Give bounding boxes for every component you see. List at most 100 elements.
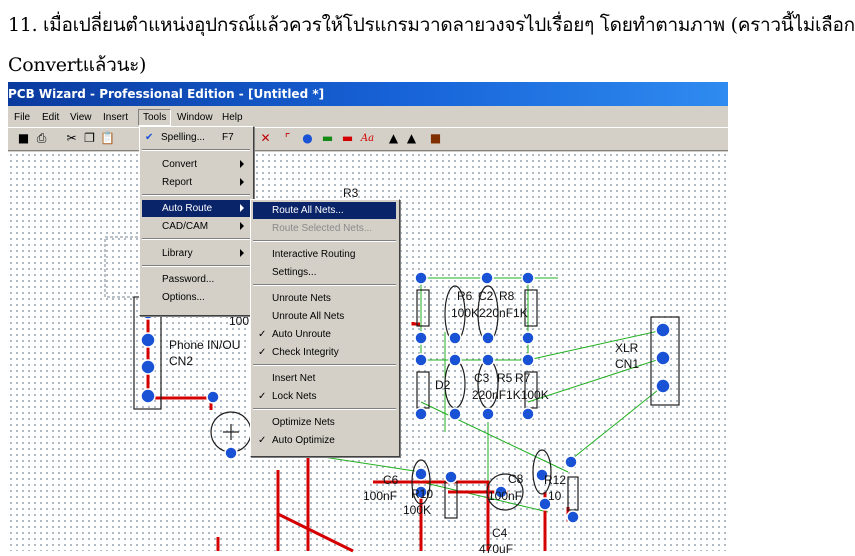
label-r6: R6 [457,289,473,303]
menu-edit[interactable]: Edit [42,112,60,123]
tools-menu-spelling[interactable]: ✔ Spelling... F7 [142,129,250,146]
label-r12: R12 [544,473,567,487]
label-c4: C4 [492,526,508,540]
paste-icon[interactable]: 📋 [100,131,115,145]
menu-insert[interactable]: Insert [103,112,129,123]
tools-menu-library-label: Library [162,248,193,259]
track-tool-icon[interactable]: ⌜ [284,131,291,145]
autoroute-auto-unroute[interactable]: ✓ Auto Unroute [253,326,396,343]
pad-tool-icon[interactable]: ● [302,131,313,145]
autoroute-auto-optimize-label: Auto Optimize [272,435,335,446]
autoroute-interactive-routing[interactable]: Interactive Routing [253,246,396,263]
checkmark-icon: ✓ [258,391,267,402]
tools-menu-password-label: Password... [162,274,215,285]
label-xlr: XLR [615,341,639,355]
instruction-line-1: 11. เมื่อเปลี่ยนตำแหน่งอุปกรณ์แล้วควรให้… [8,14,855,36]
autoroute-interactive-routing-label: Interactive Routing [272,249,356,260]
autoroute-unroute-nets-label: Unroute Nets [272,293,331,304]
autoroute-optimize-nets-label: Optimize Nets [272,417,335,428]
toolbar: ■ ⎙ ✂ ❐ 📋 ✕ ⌜ ● ▬ ▬ Aa ▲ ▲ ■ [8,127,728,151]
copy-icon[interactable]: ❐ [84,131,95,145]
label-cn2: CN2 [169,354,194,368]
label-d2: D2 [435,378,451,392]
autoroute-auto-optimize[interactable]: ✓ Auto Optimize [253,432,396,449]
tools-menu-password[interactable]: Password... [142,271,250,288]
label-phone-in-out: Phone IN/OU [169,338,241,352]
label-c2: C2 [478,289,494,303]
delete-icon[interactable]: ✕ [260,131,271,145]
submenu-arrow-icon [240,249,244,257]
autoroute-unroute-nets[interactable]: Unroute Nets [253,290,396,307]
label-r8: R8 [499,289,515,303]
green-rect-tool-icon[interactable]: ▬ [321,131,334,145]
tools-menu-convert-label: Convert [162,159,198,170]
label-cn1: CN1 [615,357,640,371]
autoroute-check-integrity[interactable]: ✓ Check Integrity [253,344,396,361]
tools-menu-options[interactable]: Options... [142,289,250,306]
tools-menu-report[interactable]: Report [142,174,250,191]
instruction-line-2: Convertแล้วนะ) [8,54,147,76]
menu-separator [142,265,250,267]
autoroute-auto-unroute-label: Auto Unroute [272,329,331,340]
menu-file[interactable]: File [14,112,31,123]
label-r7: R7 [515,371,531,385]
tools-menu-auto-route[interactable]: Auto Route [142,200,250,217]
menu-bar: File Edit View Insert Tools Window Help [8,108,728,126]
autoroute-insert-net-label: Insert Net [272,373,316,384]
checkmark-icon: ✓ [258,329,267,340]
autoroute-unroute-all-nets[interactable]: Unroute All Nets [253,308,396,325]
menu-window[interactable]: Window [177,112,213,123]
text-tool-icon[interactable]: Aa [360,133,375,144]
autoroute-lock-nets[interactable]: ✓ Lock Nets [253,388,396,405]
menu-tools[interactable]: Tools [138,109,172,126]
autoroute-lock-nets-label: Lock Nets [272,391,317,402]
autoroute-route-all-nets-label: Route All Nets... [272,205,344,216]
submenu-arrow-icon [240,204,244,212]
window-titlebar[interactable]: PCB Wizard - Professional Edition - [Unt… [8,82,728,106]
autoroute-settings[interactable]: Settings... [253,264,396,281]
tools-menu: ✔ Spelling... F7 Convert Report Auto Rou… [139,126,254,316]
save-icon[interactable]: ■ [17,131,30,145]
checkmark-icon: ✓ [258,435,267,446]
submenu-arrow-icon [240,178,244,186]
cut-icon[interactable]: ✂ [66,131,77,145]
menu-separator [253,408,396,410]
menu-separator [142,194,250,196]
label-r12-value: 10 [548,489,562,503]
tools-menu-library[interactable]: Library [142,245,250,262]
menu-help[interactable]: Help [222,112,243,123]
label-c6: C6 [383,473,399,487]
autoroute-unroute-all-nets-label: Unroute All Nets [272,311,345,322]
red-rect-tool-icon[interactable]: ▬ [341,131,354,145]
label-c3: C3 [474,371,490,385]
label-c8: C8 [508,472,524,486]
spelling-check-icon: ✔ [145,132,154,143]
tools-menu-auto-route-label: Auto Route [162,203,213,214]
label-r6-c2-r8-values: 100K220nF1K [451,306,528,320]
label-r5: R5 [497,371,513,385]
autoroute-settings-label: Settings... [272,267,317,278]
label-r10: R10 [411,487,434,501]
submenu-arrow-icon [240,222,244,230]
autoroute-route-selected-nets: Route Selected Nets... [253,220,396,237]
pcb-wizard-window: PCB Wizard - Professional Edition - [Unt… [8,82,728,556]
tools-menu-options-label: Options... [162,292,205,303]
label-c4-value: 470uF [479,542,514,556]
align-icon[interactable]: ▲ [388,131,399,145]
menu-separator [142,238,250,240]
tools-menu-spelling-label: Spelling... [161,132,205,143]
label-r10-value: 100K [403,503,432,517]
menu-separator [142,149,250,151]
menu-view[interactable]: View [70,112,92,123]
label-100: 100 [229,314,250,328]
autoroute-route-all-nets[interactable]: Route All Nets... [253,202,396,219]
tools-menu-cad-cam-label: CAD/CAM [162,221,209,232]
label-c8-value: 100nF [488,489,523,503]
component-icon[interactable]: ■ [429,131,442,145]
autoroute-insert-net[interactable]: Insert Net [253,370,396,387]
autoroute-optimize-nets[interactable]: Optimize Nets [253,414,396,431]
tools-menu-convert[interactable]: Convert [142,156,250,173]
tools-menu-cad-cam[interactable]: CAD/CAM [142,218,250,235]
align-2-icon[interactable]: ▲ [406,131,417,145]
print-icon[interactable]: ⎙ [36,131,47,145]
